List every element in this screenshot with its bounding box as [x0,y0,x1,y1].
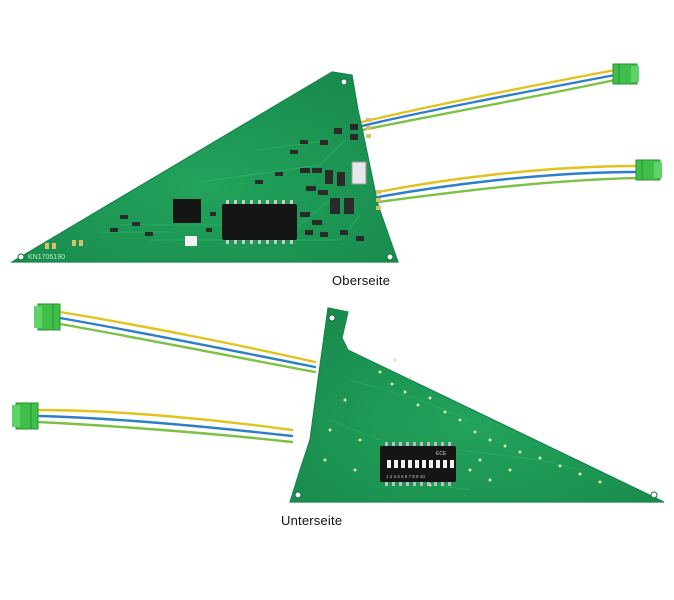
top-board-wires-upper [360,68,617,132]
bottom-board-mount-hole [294,491,302,499]
top-board-traces [100,139,361,241]
dip-switch-label: ECE [436,451,447,457]
top-board-wires-lower [376,164,640,204]
top-board-white-component [185,236,197,246]
top-board-solder-pads [45,118,381,249]
top-board-connector-socket [351,161,367,185]
bottom-board-wires-lower [36,408,294,444]
top-board-mcu-chip [173,199,201,223]
top-board-main-ic [222,204,297,240]
caption-bottom-side: Unterseite [281,513,343,528]
dip-switch-numbers: 1 2 3 4 5 6 7 8 9 10 [386,474,425,479]
top-board-mount-hole [17,253,25,261]
bottom-board-mount-hole [328,314,336,322]
bottom-board-connector-upper [34,303,61,331]
top-board-connector-upper [612,63,639,85]
bottom-board-mount-hole [650,491,658,499]
bottom-board-connector-lower [12,402,39,430]
dip-switch: ECE 1 2 3 4 5 6 7 8 9 10 [380,442,456,486]
top-board-connector-lower [635,159,662,181]
top-board-silkscreen-label: KN1705190 [28,254,65,261]
bottom-pcb [289,307,665,503]
caption-top-side: Oberseite [332,273,391,288]
bottom-board: ECE 1 2 3 4 5 6 7 8 9 10 [12,303,665,503]
top-board-mount-hole [340,78,348,86]
top-board-smd-components [110,124,364,241]
top-board: KN1705190 [9,63,662,263]
bottom-board-wires-upper [58,310,317,374]
top-board-main-ic-pins [226,200,293,244]
top-board-mount-hole [386,253,394,261]
